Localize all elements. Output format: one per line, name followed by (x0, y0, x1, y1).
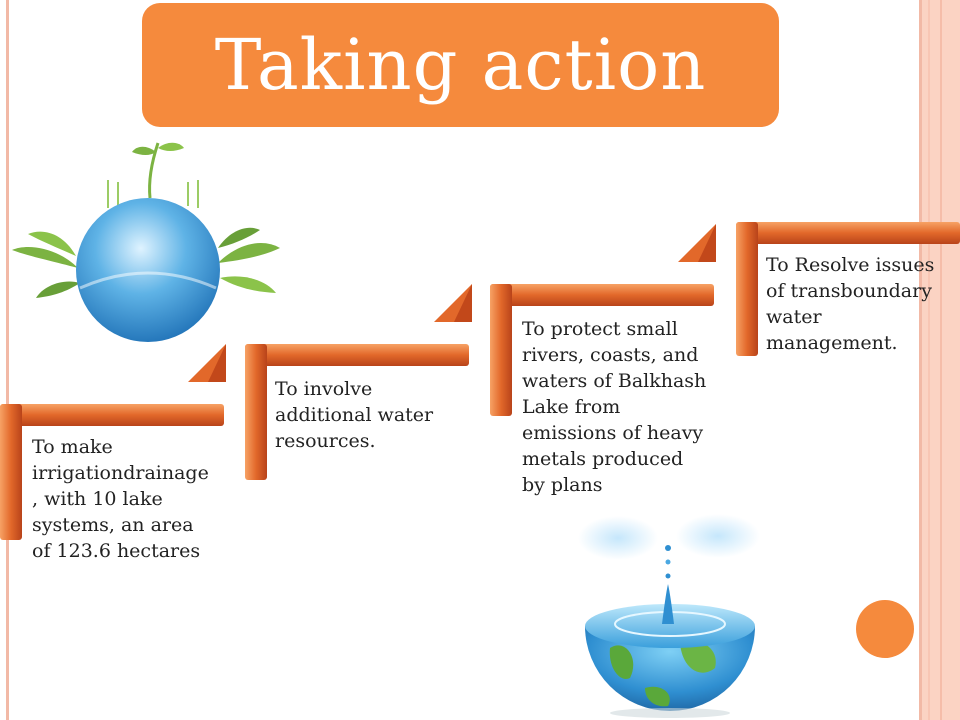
step-3: To protect small rivers, coasts, and wat… (490, 284, 716, 496)
frame-right-line (928, 0, 930, 720)
step-4: To Resolve issues of transboundary water… (736, 222, 960, 362)
step-bracket (245, 344, 469, 480)
step-bracket (490, 284, 714, 416)
step-arrow-icon (678, 224, 716, 262)
step-3-text: To protect small rivers, coasts, and wat… (522, 318, 707, 496)
water-drop-earth-icon (578, 514, 760, 718)
frame-left-line (6, 0, 9, 720)
step-bracket (0, 404, 224, 540)
title-banner: Taking action (142, 3, 779, 127)
step-4-text: To Resolve issues of transboundary water… (766, 254, 935, 354)
step-2-text: To involve additional water resources. (275, 378, 434, 452)
step-arrow-icon (188, 344, 226, 382)
step-arrow-icon (434, 284, 472, 322)
decorative-circle (856, 600, 914, 658)
page-title: Taking action (214, 24, 707, 106)
step-2: To involve additional water resources. (245, 344, 471, 484)
step-bracket (736, 222, 960, 356)
frame-right-line (940, 0, 942, 720)
step-1: To make irrigationdrainage , with 10 lak… (0, 404, 226, 562)
frame-right-line (919, 0, 922, 720)
globe-with-plant-icon (12, 142, 280, 342)
step-1-text: To make irrigationdrainage , with 10 lak… (32, 436, 209, 562)
